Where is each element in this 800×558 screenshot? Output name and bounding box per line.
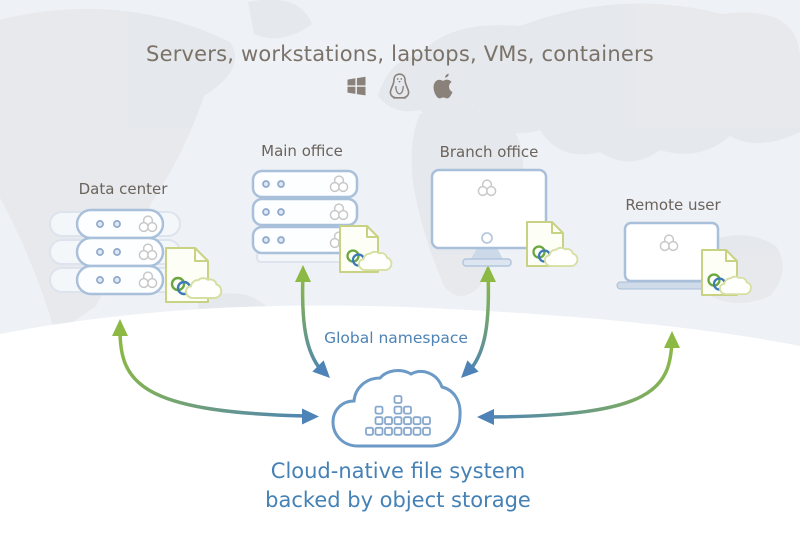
page-title: Servers, workstations, laptops, VMs, con… <box>146 42 654 66</box>
monitor <box>430 168 548 267</box>
continent-eurasia <box>378 3 800 162</box>
apple-logo-icon <box>433 73 453 99</box>
laptop <box>616 221 728 290</box>
object-storage-cloud <box>331 369 462 448</box>
continent-greenland <box>248 0 312 39</box>
arrowheads <box>112 265 680 425</box>
sync-arrow-remote-user <box>486 336 674 419</box>
object-blocks-grid <box>365 395 431 436</box>
platform-icons-row <box>347 73 454 99</box>
main-office-device <box>251 169 393 273</box>
global-namespace-label: Global namespace <box>324 329 468 347</box>
cluster-icon <box>138 215 158 289</box>
sync-arrow-data-center <box>118 324 308 418</box>
linux-tux-icon <box>389 73 410 99</box>
data-center-device <box>49 208 223 303</box>
file-badge <box>701 249 752 296</box>
cloud-badge-icon <box>543 246 579 268</box>
branch-office-label: Branch office <box>439 143 539 161</box>
bottom-caption: Cloud-native file system backed by objec… <box>265 457 531 515</box>
data-center-label: Data center <box>78 180 168 198</box>
caption-line-1: Cloud-native file system <box>270 459 526 483</box>
file-badge <box>526 221 579 268</box>
remote-user-label: Remote user <box>625 196 721 214</box>
cloud-badge-icon <box>718 275 752 295</box>
file-badge <box>165 247 223 303</box>
windows-logo-icon <box>347 76 366 96</box>
cloud-badge-icon <box>357 250 393 272</box>
caption-line-2: backed by object storage <box>265 488 531 512</box>
cluster-icon <box>659 234 679 252</box>
sync-arrow-main-office <box>300 270 323 372</box>
server-stack <box>251 169 359 255</box>
server-stack <box>75 208 165 296</box>
cloud-badge-icon <box>184 277 223 299</box>
remote-user-device <box>616 221 752 296</box>
branch-office-device <box>430 168 579 268</box>
file-badge <box>339 225 393 273</box>
main-office-label: Main office <box>261 142 343 160</box>
cluster-icon <box>477 179 497 197</box>
sync-arrow-branch-office <box>468 270 491 372</box>
